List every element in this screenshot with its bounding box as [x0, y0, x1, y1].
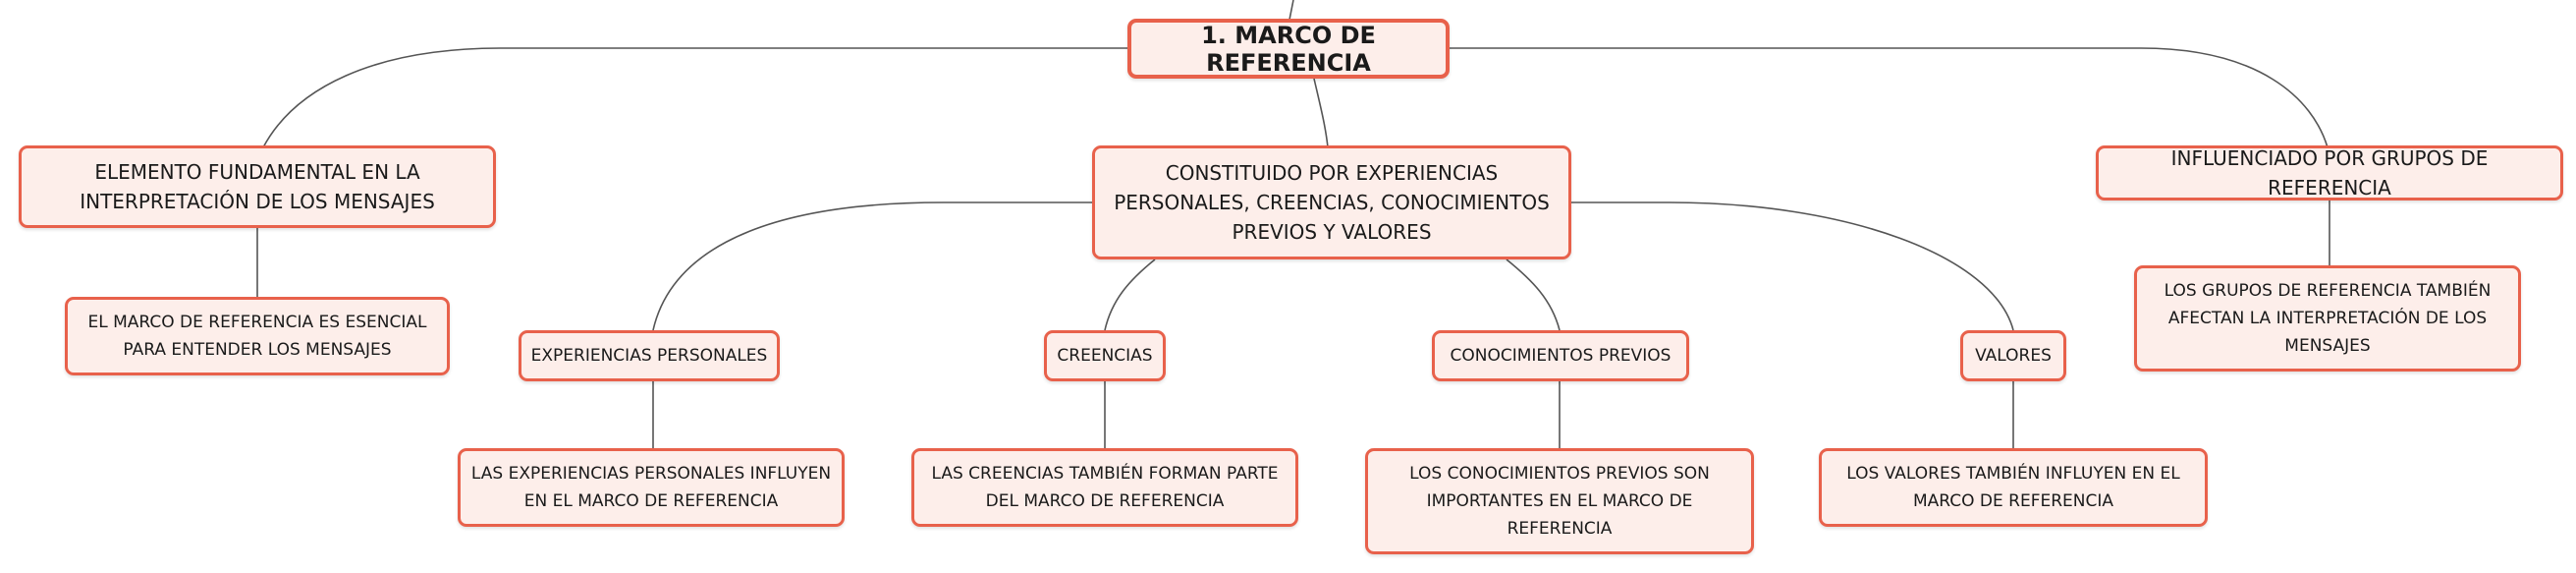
subtopic-experiencias-personales[interactable]: EXPERIENCIAS PERSONALES: [519, 330, 780, 381]
subtopic-conocimientos-previos[interactable]: CONOCIMIENTOS PREVIOS: [1432, 330, 1689, 381]
link-root-top: [1288, 0, 1294, 21]
subtopic-marco-esencial[interactable]: EL MARCO DE REFERENCIA ES ESENCIAL PARA …: [65, 297, 450, 375]
detail-valores-label: LOS VALORES TAMBIÉN INFLUYEN EN EL MARCO…: [1846, 464, 2180, 511]
root-topic[interactable]: 1. MARCO DE REFERENCIA: [1127, 19, 1450, 79]
detail-experiencias-personales-label: LAS EXPERIENCIAS PERSONALES INFLUYEN EN …: [470, 464, 832, 511]
subtopic-grupos-referencia[interactable]: LOS GRUPOS DE REFERENCIA TAMBIÉN AFECTAN…: [2134, 265, 2521, 372]
subtopic-creencias-label: CREENCIAS: [1057, 346, 1153, 366]
detail-experiencias-personales[interactable]: LAS EXPERIENCIAS PERSONALES INFLUYEN EN …: [458, 448, 845, 527]
topic-influenciado-label: INFLUENCIADO POR GRUPOS DE REFERENCIA: [2170, 146, 2489, 200]
link-center-exp: [652, 201, 1092, 331]
topic-constituido[interactable]: CONSTITUIDO POR EXPERIENCIAS PERSONALES,…: [1092, 145, 1571, 259]
subtopic-creencias[interactable]: CREENCIAS: [1044, 330, 1166, 381]
subtopic-conocimientos-previos-label: CONOCIMIENTOS PREVIOS: [1450, 346, 1672, 366]
topic-influenciado[interactable]: INFLUENCIADO POR GRUPOS DE REFERENCIA: [2096, 145, 2563, 201]
topic-elemento-fundamental-label: ELEMENTO FUNDAMENTAL EN LA INTERPRETACIÓ…: [80, 160, 435, 213]
subtopic-marco-esencial-label: EL MARCO DE REFERENCIA ES ESENCIAL PARA …: [87, 313, 427, 360]
subtopic-experiencias-personales-label: EXPERIENCIAS PERSONALES: [530, 346, 768, 366]
subtopic-valores-label: VALORES: [1975, 346, 2052, 366]
topic-constituido-label: CONSTITUIDO POR EXPERIENCIAS PERSONALES,…: [1114, 161, 1550, 244]
link-center-cre: [1104, 258, 1156, 331]
link-center-val: [1569, 201, 2014, 331]
root-topic-label: 1. MARCO DE REFERENCIA: [1201, 21, 1376, 77]
subtopic-valores[interactable]: VALORES: [1960, 330, 2066, 381]
detail-creencias-label: LAS CREENCIAS TAMBIÉN FORMAN PARTE DEL M…: [931, 464, 1279, 511]
detail-valores[interactable]: LOS VALORES TAMBIÉN INFLUYEN EN EL MARCO…: [1819, 448, 2208, 527]
detail-creencias[interactable]: LAS CREENCIAS TAMBIÉN FORMAN PARTE DEL M…: [911, 448, 1298, 527]
link-root-left: [262, 47, 1127, 148]
link-root-right: [1450, 47, 2329, 148]
link-root-center: [1313, 78, 1329, 148]
detail-conocimientos-previos[interactable]: LOS CONOCIMIENTOS PREVIOS SON IMPORTANTE…: [1365, 448, 1754, 554]
subtopic-grupos-referencia-label: LOS GRUPOS DE REFERENCIA TAMBIÉN AFECTAN…: [2164, 281, 2492, 356]
detail-conocimientos-previos-label: LOS CONOCIMIENTOS PREVIOS SON IMPORTANTE…: [1409, 464, 1710, 539]
link-center-con: [1506, 258, 1561, 331]
topic-elemento-fundamental[interactable]: ELEMENTO FUNDAMENTAL EN LA INTERPRETACIÓ…: [19, 145, 496, 228]
